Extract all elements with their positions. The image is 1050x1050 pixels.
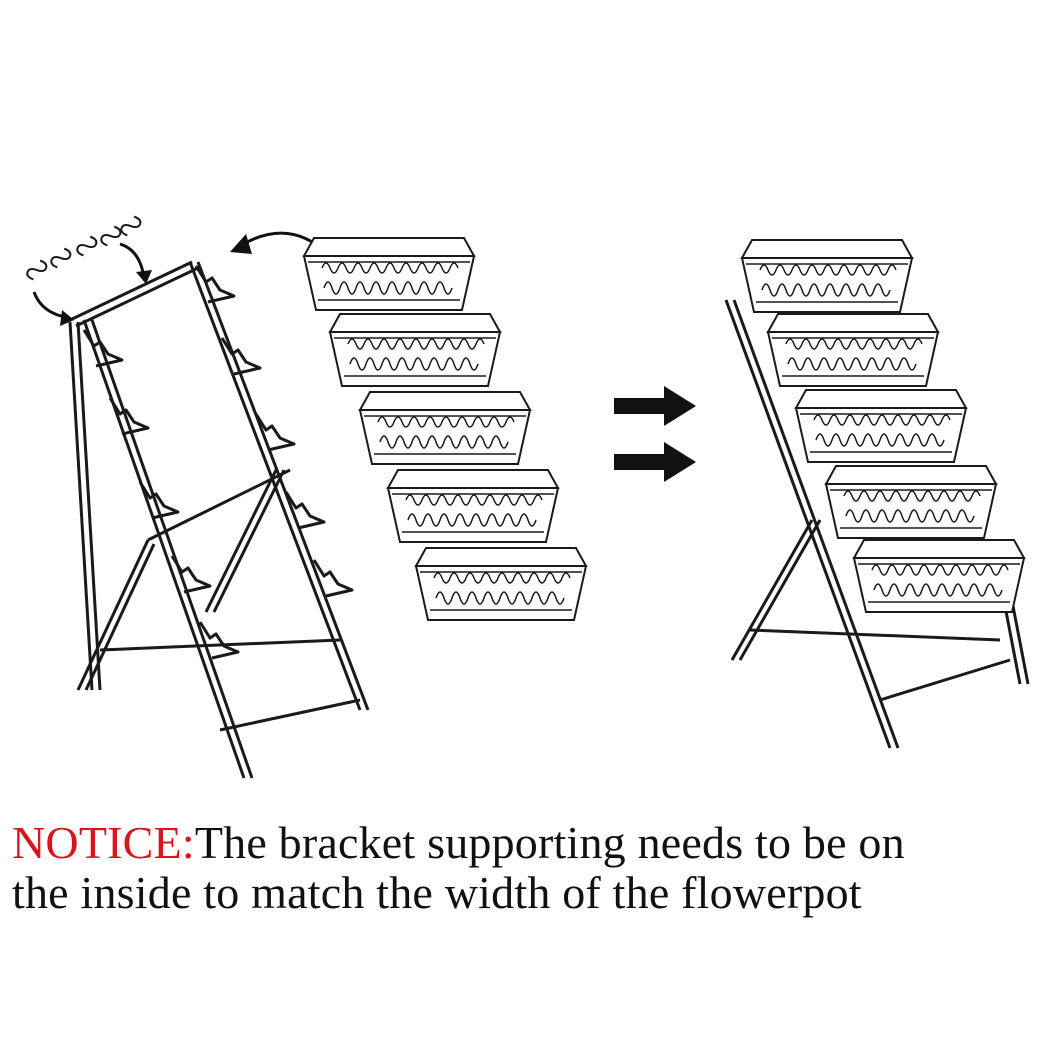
notice-line-2: the inside to match the width of the flo… — [12, 867, 862, 918]
curved-arrow-icon — [32, 231, 332, 326]
planters-loose — [303, 237, 587, 621]
notice-line-1: NOTICE:The bracket supporting needs to b… — [12, 818, 1042, 868]
notice-line-1-text: The bracket supporting needs to be on — [194, 817, 905, 868]
s-hook-icon — [24, 212, 143, 284]
planters-assembled — [741, 239, 1025, 613]
frame-assembled — [724, 299, 1030, 749]
notice-text: NOTICE:The bracket supporting needs to b… — [12, 818, 1042, 918]
frame-unassembled — [68, 260, 370, 779]
support-brackets — [82, 264, 354, 660]
right-arrow-icon — [614, 386, 696, 482]
notice-label: NOTICE: — [12, 817, 195, 868]
illustration — [24, 212, 1030, 779]
